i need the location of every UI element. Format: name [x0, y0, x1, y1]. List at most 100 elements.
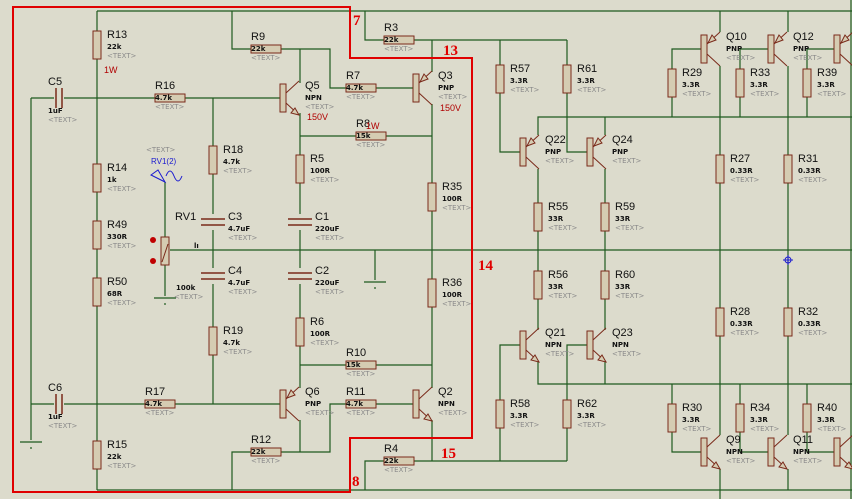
- resistor-r10[interactable]: [345, 360, 377, 370]
- resistor-r36[interactable]: [427, 278, 437, 308]
- capacitor-c1[interactable]: [288, 214, 312, 230]
- part-reference: C5: [48, 76, 62, 88]
- resistor-r16[interactable]: [154, 93, 186, 103]
- resistor-r11[interactable]: [345, 399, 377, 409]
- transistor-q12[interactable]: [767, 31, 788, 67]
- probe-crosshair-icon[interactable]: [783, 255, 793, 265]
- part-reference: R19: [223, 325, 243, 337]
- part-text-placeholder: <TEXT>: [310, 339, 340, 347]
- resistor-r19[interactable]: [208, 326, 218, 356]
- part-text-placeholder: <TEXT>: [346, 93, 376, 101]
- resistor-r62[interactable]: [562, 399, 572, 429]
- resistor-r9[interactable]: [250, 44, 282, 54]
- part-text-placeholder: <TEXT>: [730, 176, 760, 184]
- resistor-r15[interactable]: [92, 440, 102, 470]
- transistor-q9[interactable]: [700, 434, 722, 470]
- part-text-placeholder: <TEXT>: [107, 242, 137, 250]
- part-reference: R27: [730, 153, 750, 165]
- wire[interactable]: [499, 40, 520, 153]
- part-reference: R40: [817, 402, 837, 414]
- part-reference: R49: [107, 219, 127, 231]
- resistor-r33[interactable]: [735, 68, 745, 98]
- resistor-r30[interactable]: [667, 403, 677, 433]
- transistor-qx2[interactable]: [833, 435, 852, 470]
- wire[interactable]: [537, 362, 852, 385]
- resistor-r28[interactable]: [715, 307, 725, 337]
- transistor-q3[interactable]: [412, 70, 433, 106]
- generator-probe-icon[interactable]: [150, 169, 183, 184]
- part-value: 4.7k: [155, 94, 172, 102]
- resistor-r40[interactable]: [802, 403, 812, 433]
- resistor-r50[interactable]: [92, 277, 102, 307]
- resistor-r13[interactable]: [92, 30, 102, 60]
- part-value: 3.3R: [817, 81, 835, 89]
- part-text-placeholder: <TEXT>: [798, 176, 828, 184]
- part-value: 33R: [615, 283, 631, 291]
- transistor-q5[interactable]: [279, 80, 301, 116]
- part-value: 15k: [356, 132, 371, 140]
- part-reference: R62: [577, 398, 597, 410]
- part-value: 3.3R: [682, 416, 700, 424]
- resistor-r8[interactable]: [355, 131, 387, 141]
- part-value: PNP: [793, 45, 809, 53]
- resistor-r56[interactable]: [533, 270, 543, 300]
- resistor-r58[interactable]: [495, 399, 505, 429]
- pin-marker: [150, 237, 156, 243]
- resistor-r29[interactable]: [667, 68, 677, 98]
- resistor-r35[interactable]: [427, 182, 437, 212]
- capacitor-c2[interactable]: [288, 268, 312, 284]
- part-reference: Q5: [305, 80, 320, 92]
- part-value: 3.3R: [750, 416, 768, 424]
- transistor-q24[interactable]: [586, 134, 607, 170]
- transistor-q23[interactable]: [586, 327, 608, 363]
- part-reference: R6: [310, 316, 324, 328]
- resistor-r7[interactable]: [345, 83, 377, 93]
- part-text-placeholder: <TEXT>: [384, 45, 414, 53]
- part-value: 22k: [384, 36, 399, 44]
- part-value: 22k: [107, 43, 122, 51]
- resistor-r55[interactable]: [533, 202, 543, 232]
- resistor-r12[interactable]: [250, 447, 282, 457]
- transistor-qx1[interactable]: [833, 32, 852, 66]
- transistor-q21[interactable]: [519, 327, 541, 363]
- part-reference: R56: [548, 269, 568, 281]
- capacitor-c5[interactable]: [54, 88, 64, 108]
- resistor-r14[interactable]: [92, 163, 102, 193]
- part-text-placeholder: <TEXT>: [750, 425, 780, 433]
- resistor-r34[interactable]: [735, 403, 745, 433]
- probe-text-placeholder: <TEXT>: [146, 146, 176, 154]
- transistor-q11[interactable]: [767, 434, 789, 470]
- resistor-r6[interactable]: [295, 317, 305, 347]
- capacitor-c3[interactable]: [201, 214, 225, 230]
- resistor-r4[interactable]: [383, 456, 415, 466]
- resistor-r61[interactable]: [562, 64, 572, 94]
- capacitor-c6[interactable]: [54, 394, 64, 414]
- resistor-r49[interactable]: [92, 220, 102, 250]
- wire[interactable]: [566, 40, 587, 153]
- transistor-q10[interactable]: [700, 31, 721, 67]
- wire[interactable]: [537, 116, 852, 135]
- transistor-q2[interactable]: [412, 386, 434, 422]
- part-text-placeholder: <TEXT>: [315, 288, 345, 296]
- resistor-r31[interactable]: [783, 154, 793, 184]
- capacitor-c4[interactable]: [201, 268, 225, 284]
- resistor-r39[interactable]: [802, 68, 812, 98]
- resistor-r32[interactable]: [783, 307, 793, 337]
- transistor-q6[interactable]: [279, 386, 300, 422]
- resistor-r5[interactable]: [295, 154, 305, 184]
- part-value: 22k: [251, 45, 266, 53]
- potentiometer-rv1[interactable]: [150, 236, 170, 266]
- resistor-r27[interactable]: [715, 154, 725, 184]
- resistor-r17[interactable]: [144, 399, 176, 409]
- part-value: 0.33R: [730, 167, 753, 175]
- transistor-q22[interactable]: [519, 134, 540, 170]
- part-text-placeholder: <TEXT>: [726, 54, 756, 62]
- part-text-placeholder: <TEXT>: [48, 116, 78, 124]
- resistor-r60[interactable]: [600, 270, 610, 300]
- resistor-r57[interactable]: [495, 64, 505, 94]
- resistor-r59[interactable]: [600, 202, 610, 232]
- resistor-r3[interactable]: [383, 35, 415, 45]
- resistor-r18[interactable]: [208, 145, 218, 175]
